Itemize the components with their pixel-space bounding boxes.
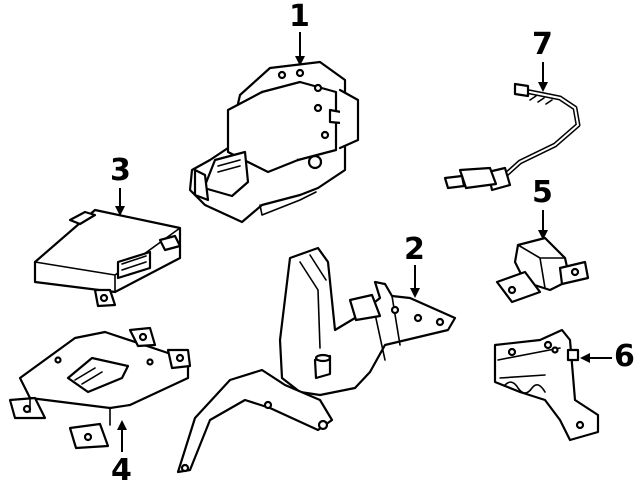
- callout-4: 4: [111, 453, 132, 488]
- control-module[interactable]: [33, 208, 182, 308]
- sensor-bracket[interactable]: [493, 328, 600, 442]
- wheel-speed-sensor[interactable]: [443, 82, 581, 192]
- leader-lines: [115, 32, 612, 452]
- arrowhead-6: [580, 353, 590, 363]
- callout-2: 2: [404, 232, 425, 267]
- callout-6: 6: [614, 339, 635, 374]
- arrowhead-2: [410, 288, 420, 298]
- callout-3: 3: [110, 153, 131, 188]
- callout-5: 5: [532, 175, 553, 210]
- sensor[interactable]: [495, 236, 590, 304]
- arrowhead-5: [538, 230, 548, 240]
- arrowhead-4: [117, 420, 127, 430]
- arrowhead-7: [538, 82, 548, 92]
- callout-1: 1: [289, 0, 310, 34]
- mounting-bracket[interactable]: [176, 246, 457, 474]
- arrowhead-1: [295, 56, 305, 66]
- module-bracket[interactable]: [8, 326, 192, 450]
- arrowhead-3: [115, 206, 125, 216]
- abs-modulator-assembly[interactable]: [188, 60, 360, 224]
- callout-7: 7: [532, 27, 553, 62]
